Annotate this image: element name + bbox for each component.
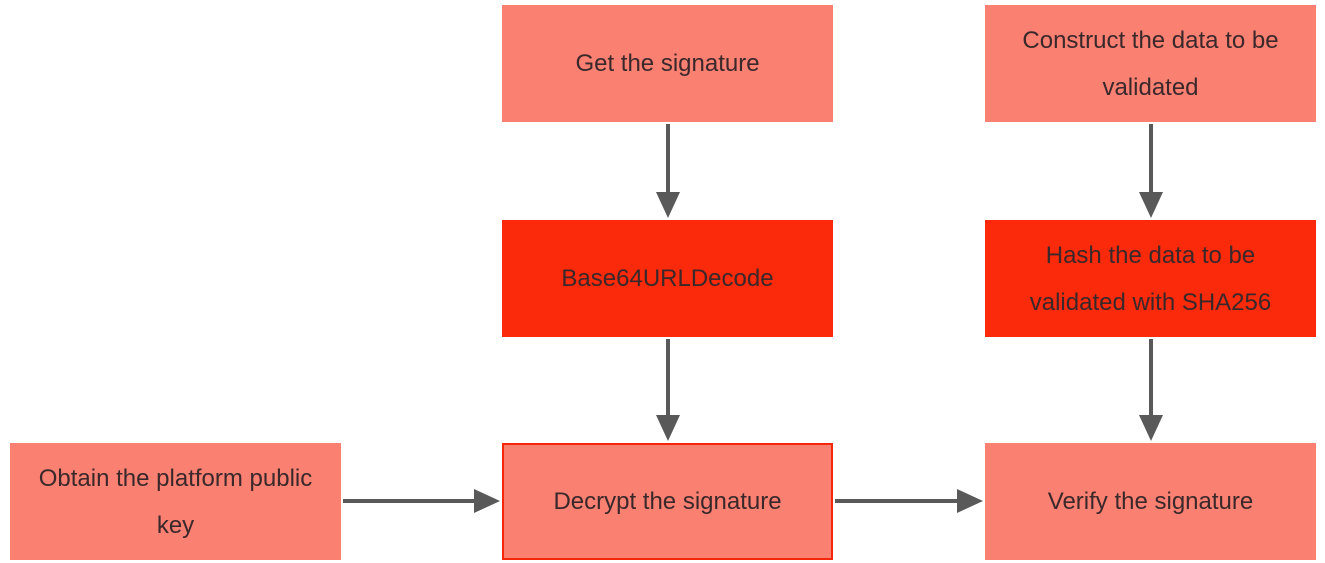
node-hash-data: Hash the data to be validated with SHA25… — [985, 220, 1316, 337]
arrow-shaft — [835, 498, 957, 503]
arrow-shaft — [665, 124, 670, 192]
node-construct-data: Construct the data to be validated — [985, 5, 1316, 122]
arrow-down-head-icon — [655, 415, 680, 441]
arrow-obtain-platform-public-key-to-decrypt-signature — [343, 488, 500, 513]
arrow-down-head-icon — [655, 192, 680, 218]
arrow-right-head-icon — [957, 488, 983, 513]
arrow-shaft — [343, 498, 474, 503]
arrow-shaft — [1148, 124, 1153, 192]
arrow-shaft — [1148, 339, 1153, 415]
node-base64url-decode: Base64URLDecode — [502, 220, 833, 337]
arrow-shaft — [665, 339, 670, 415]
arrow-decrypt-signature-to-verify-signature — [835, 488, 983, 513]
arrow-down-head-icon — [1138, 192, 1163, 218]
arrow-down-head-icon — [1138, 415, 1163, 441]
arrow-get-signature-to-base64url-decode — [655, 124, 680, 218]
node-obtain-platform-public-key: Obtain the platform public key — [10, 443, 341, 560]
arrow-right-head-icon — [474, 488, 500, 513]
arrow-construct-data-to-hash-data — [1138, 124, 1163, 218]
node-get-signature: Get the signature — [502, 5, 833, 122]
node-verify-signature: Verify the signature — [985, 443, 1316, 560]
node-decrypt-signature: Decrypt the signature — [502, 443, 833, 560]
arrow-hash-data-to-verify-signature — [1138, 339, 1163, 441]
arrow-base64url-decode-to-decrypt-signature — [655, 339, 680, 441]
